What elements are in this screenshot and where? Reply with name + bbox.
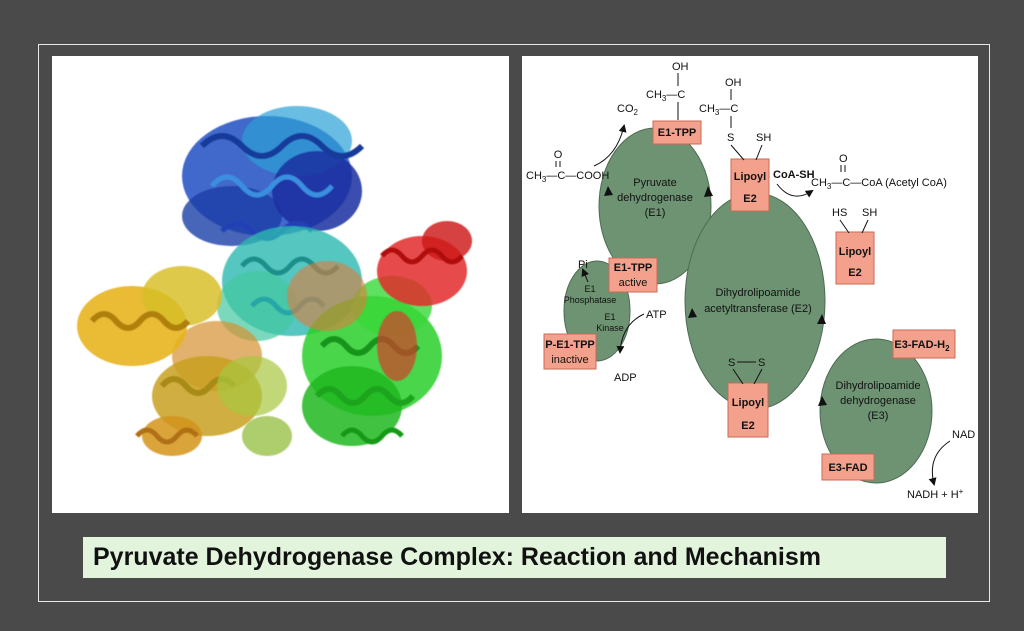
svg-text:OH: OH <box>725 77 742 89</box>
box-p-e1-tpp: P-E1-TPP inactive <box>543 333 597 370</box>
cycle-arrow-1 <box>604 186 613 196</box>
svg-text:CH3—C—COOH: CH3—C—COOH <box>526 170 609 184</box>
box-e1-tpp-active: E1-TPP active <box>608 257 658 293</box>
cycle-arrow-2 <box>704 186 713 197</box>
box-lipoyl-top: Lipoyl E2 <box>730 158 770 212</box>
mechanism-diagram: Pyruvate dehydrogenase (E1) E1 Phosphata… <box>526 61 975 501</box>
coa-arrow <box>776 183 814 198</box>
adp-label: ADP <box>614 372 637 384</box>
box-lipoyl-right: Lipoyl E2 <box>835 231 875 285</box>
svg-text:P-E1-TPP: P-E1-TPP <box>545 339 595 351</box>
atp-label: ATP <box>646 309 667 321</box>
e2-label-1: Dihydrolipoamide <box>716 287 801 299</box>
e3-enzyme <box>819 338 933 484</box>
protein-structure-panel <box>52 56 509 513</box>
sh-label-2: SH <box>862 207 877 219</box>
svg-text:CO2: CO2 <box>617 103 639 117</box>
pyruvate-formula: O CH3—C—COOH <box>526 149 609 184</box>
page-title: Pyruvate Dehydrogenase Complex: Reaction… <box>93 543 821 571</box>
svg-text:O: O <box>554 149 563 161</box>
pyruvate-arrow <box>593 124 627 167</box>
mechanism-diagram-panel: Pyruvate dehydrogenase (E1) E1 Phosphata… <box>522 56 978 513</box>
ss-left: S <box>728 357 735 369</box>
svg-text:E2: E2 <box>743 193 756 205</box>
svg-text:inactive: inactive <box>551 354 588 366</box>
svg-text:CH3—C: CH3—C <box>699 103 738 117</box>
e3-label-2: dehydrogenase <box>840 395 916 407</box>
coa-sh-label: CoA-SH <box>773 169 815 181</box>
svg-text:E2: E2 <box>741 420 754 432</box>
e1-label-1: Pyruvate <box>633 177 676 189</box>
e2-label-2: acetyltransferase (E2) <box>704 303 812 315</box>
box-e3-fad-h2: E3-FAD-H2 <box>892 329 956 359</box>
box-lipoyl-bottom: Lipoyl E2 <box>727 382 769 438</box>
atp-arrow <box>616 313 645 354</box>
red-domain <box>377 221 472 381</box>
svg-text:SH: SH <box>756 132 771 144</box>
box-e1-tpp: E1-TPP <box>652 120 702 145</box>
pi-label: Pi <box>578 259 588 271</box>
e2-enzyme <box>684 192 826 410</box>
svg-text:Lipoyl: Lipoyl <box>839 246 871 258</box>
svg-text:E1-TPP: E1-TPP <box>658 127 697 139</box>
svg-text:S: S <box>727 132 734 144</box>
svg-text:CH3—C: CH3—C <box>646 89 685 103</box>
e3-label-1: Dihydrolipoamide <box>836 380 921 392</box>
outer-frame <box>38 44 990 602</box>
nad-arrow <box>928 440 951 486</box>
cycle-arrow-3 <box>688 308 697 318</box>
reg-label-2: Phosphatase <box>564 295 617 305</box>
e1-label-3: (E1) <box>645 207 666 219</box>
cycle-arrow-5 <box>818 396 827 406</box>
title-banner: Pyruvate Dehydrogenase Complex: Reaction… <box>83 537 946 578</box>
svg-text:Lipoyl: Lipoyl <box>732 397 764 409</box>
e3-label-3: (E3) <box>868 410 889 422</box>
svg-text:OH: OH <box>672 61 689 73</box>
svg-text:E2: E2 <box>848 267 861 279</box>
svg-text:Lipoyl: Lipoyl <box>734 171 766 183</box>
svg-text:E1-TPP: E1-TPP <box>614 262 653 274</box>
e1-label-2: dehydrogenase <box>617 192 693 204</box>
cycle-arrow-4 <box>817 314 826 324</box>
svg-text:active: active <box>619 277 648 289</box>
svg-text:O: O <box>839 153 848 165</box>
acetyl-coa-formula: O CH3—C—CoA (Acetyl CoA) <box>811 153 947 191</box>
protein-ribbon-image <box>77 106 472 456</box>
ss-right: S <box>758 357 765 369</box>
hs-label: HS <box>832 207 847 219</box>
olive-domain <box>217 356 292 456</box>
box-e3-fad: E3-FAD <box>821 453 875 481</box>
svg-text:E3-FAD: E3-FAD <box>828 462 867 474</box>
reg-label-1: E1 <box>584 284 595 294</box>
nadh-label: NADH + H+ <box>907 487 964 501</box>
nad-label: NAD <box>952 429 975 441</box>
reg-label-3: E1 <box>604 312 615 322</box>
hydroxyethyl-2: OH CH3—C S SH <box>699 77 771 161</box>
blue-domain <box>182 106 365 246</box>
svg-text:E3-FAD-H2: E3-FAD-H2 <box>894 339 950 353</box>
reg-label-4: Kinase <box>596 323 624 333</box>
svg-text:CH3—C—CoA (Acetyl CoA): CH3—C—CoA (Acetyl CoA) <box>811 177 947 191</box>
hydroxyethyl-1: OH CH3—C <box>646 61 689 120</box>
